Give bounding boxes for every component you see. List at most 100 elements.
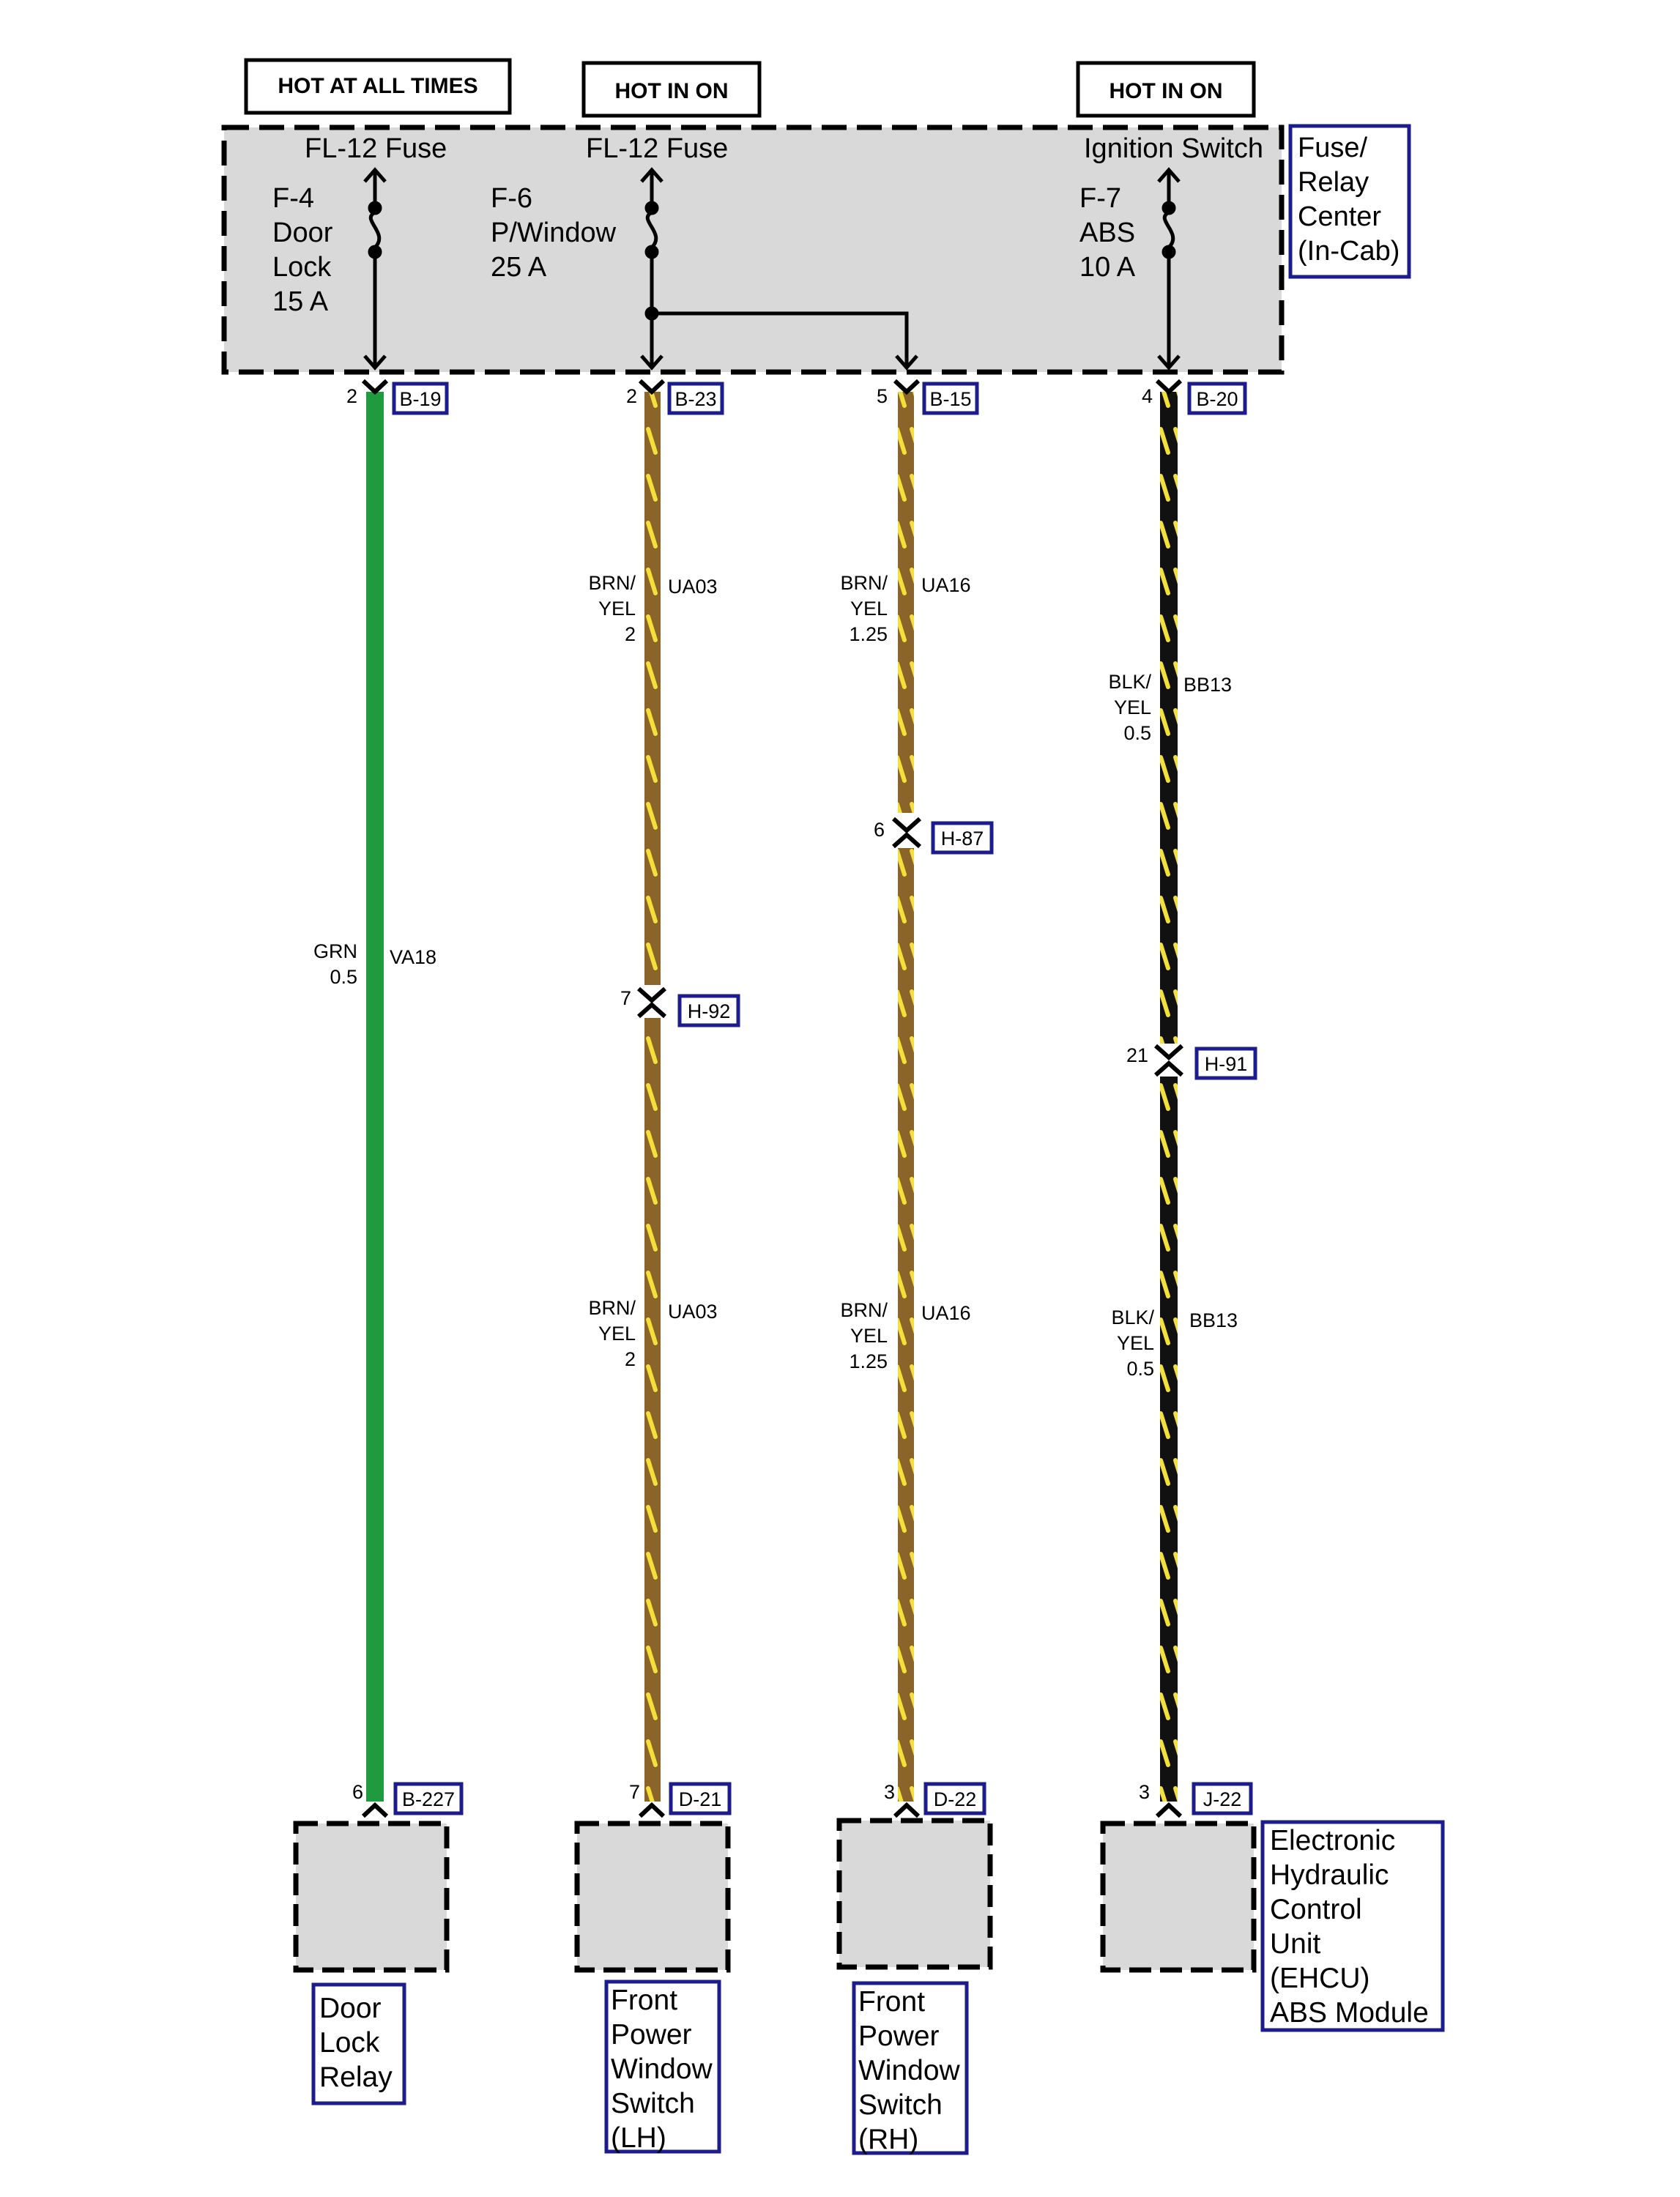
svg-text:VA18: VA18 [390,946,436,968]
svg-text:2: 2 [626,385,637,407]
svg-text:UA03: UA03 [668,1301,718,1323]
fuse-f7-icon [1157,167,1181,371]
connector-d22: D-22 [923,1782,986,1815]
power-window-lh-label: Front Power Window Switch (LH) [604,1979,721,2154]
svg-text:BRN/: BRN/ [840,1299,888,1321]
fuse-relay-center-label: Fuse/ Relay Center (In-Cab) [1288,124,1411,279]
svg-text:7: 7 [620,987,631,1009]
wire-power-window-lh: 2 B-23 BRN/ YEL 2 UA03 7 H-92 BRN/ YEL 2… [574,379,740,2154]
svg-text:ABS Module: ABS Module [1270,1997,1429,2029]
svg-text:Front: Front [611,1985,677,2016]
svg-text:1.25: 1.25 [849,1350,888,1372]
svg-text:6: 6 [874,819,885,841]
svg-text:HOT IN ON: HOT IN ON [1110,79,1223,103]
svg-text:2: 2 [625,623,636,645]
svg-text:BRN/: BRN/ [840,572,888,594]
svg-text:F-7: F-7 [1079,183,1121,214]
fuse-f4-icon [363,167,387,371]
svg-text:2: 2 [346,385,357,407]
svg-text:(RH): (RH) [858,2124,918,2155]
svg-text:H-91: H-91 [1205,1053,1248,1075]
svg-text:YEL: YEL [1117,1332,1154,1354]
svg-text:BB13: BB13 [1189,1309,1238,1331]
svg-text:B-20: B-20 [1196,388,1238,410]
svg-text:B-19: B-19 [399,388,441,410]
svg-text:Center: Center [1298,201,1381,232]
svg-text:Lock: Lock [319,2027,380,2059]
ehcu-label: Electronic Hydraulic Control Unit (EHCU)… [1260,1820,1445,2032]
svg-text:B-23: B-23 [674,388,716,410]
svg-text:HOT IN ON: HOT IN ON [615,79,729,103]
svg-text:Power: Power [858,2021,940,2052]
svg-text:D-21: D-21 [679,1788,722,1810]
svg-text:H-92: H-92 [688,1000,731,1022]
door-lock-relay-label: Door Lock Relay [311,1982,406,2105]
svg-text:4: 4 [1142,385,1153,407]
svg-text:Switch: Switch [611,2088,695,2119]
wire-power-window-rh: 5 B-15 BRN/ YEL 1.25 UA16 6 H-87 BRN/ YE… [836,379,994,2155]
svg-text:ABS: ABS [1079,218,1135,248]
svg-text:Unit: Unit [1270,1928,1321,1960]
svg-text:B-15: B-15 [929,388,971,410]
svg-text:UA16: UA16 [921,574,971,596]
svg-text:UA03: UA03 [668,576,718,598]
fuse-f4-label: F-4 Door Lock 15 A [272,183,333,317]
ehcu-box [1100,1821,1257,1973]
connector-b20: B-20 [1187,382,1247,415]
fuse-f6-label: F-6 P/Window 25 A [491,183,617,283]
power-window-lh-box [574,1821,731,1973]
svg-text:GRN: GRN [313,940,357,962]
wire-door-lock: 2 B-19 GRN 0.5 VA18 6 B-227 Door Lock Re… [293,379,464,2105]
svg-text:YEL: YEL [850,598,888,620]
svg-text:BRN/: BRN/ [588,1297,636,1319]
fuse-f6-icon [640,167,918,371]
svg-text:Relay: Relay [1298,167,1369,198]
hot-label-1: HOT AT ALL TIMES [244,58,512,115]
svg-text:F-6: F-6 [491,183,532,214]
svg-text:Control: Control [1270,1894,1362,1925]
svg-text:0.5: 0.5 [330,966,357,988]
svg-text:(In-Cab): (In-Cab) [1298,236,1400,267]
svg-text:Hydraulic: Hydraulic [1270,1859,1389,1891]
svg-text:5: 5 [877,385,888,407]
fuse-relay-center-box [221,124,1285,375]
svg-text:(LH): (LH) [611,2122,666,2154]
fuse-f7-label: F-7 ABS 10 A [1079,183,1136,283]
svg-text:Window: Window [858,2055,961,2086]
connector-b15: B-15 [922,382,979,415]
svg-text:15 A: 15 A [272,286,329,317]
hot-label-3: HOT IN ON [1076,61,1256,118]
svg-text:YEL: YEL [850,1325,888,1347]
hot-label-2: HOT IN ON [581,61,762,118]
svg-text:Lock: Lock [272,252,332,283]
svg-text:YEL: YEL [598,598,636,620]
svg-text:0.5: 0.5 [1126,1358,1154,1380]
connector-d21: D-21 [669,1782,732,1815]
svg-text:21: 21 [1126,1044,1148,1066]
connector-h87: H-87 [931,821,994,855]
svg-text:6: 6 [352,1781,363,1803]
svg-text:Switch: Switch [858,2089,943,2121]
svg-text:H-87: H-87 [941,828,984,850]
power-window-rh-label: Front Power Window Switch (RH) [852,1981,969,2155]
svg-text:Door: Door [319,1993,382,2024]
svg-text:7: 7 [629,1781,640,1803]
svg-text:HOT AT ALL TIMES: HOT AT ALL TIMES [278,74,477,98]
svg-text:25 A: 25 A [491,252,547,283]
wire-ehcu: 4 B-20 BLK/ YEL 0.5 BB13 21 H-91 BLK/ YE… [1100,379,1445,2032]
svg-text:Door: Door [272,218,333,248]
svg-text:J-22: J-22 [1203,1788,1242,1810]
svg-text:(EHCU): (EHCU) [1270,1963,1369,1994]
svg-text:P/Window: P/Window [491,218,617,248]
svg-text:Power: Power [611,2019,692,2051]
connector-h92: H-92 [677,994,740,1027]
svg-text:BRN/: BRN/ [588,572,636,594]
svg-text:Electronic: Electronic [1270,1825,1395,1856]
svg-text:0.5: 0.5 [1123,722,1151,744]
svg-text:10 A: 10 A [1079,252,1136,283]
svg-text:BB13: BB13 [1183,674,1232,696]
svg-text:Window: Window [611,2053,713,2085]
connector-j22: J-22 [1192,1782,1253,1815]
fuse-source-3: Ignition Switch [1084,133,1263,164]
connector-b19: B-19 [392,382,449,415]
